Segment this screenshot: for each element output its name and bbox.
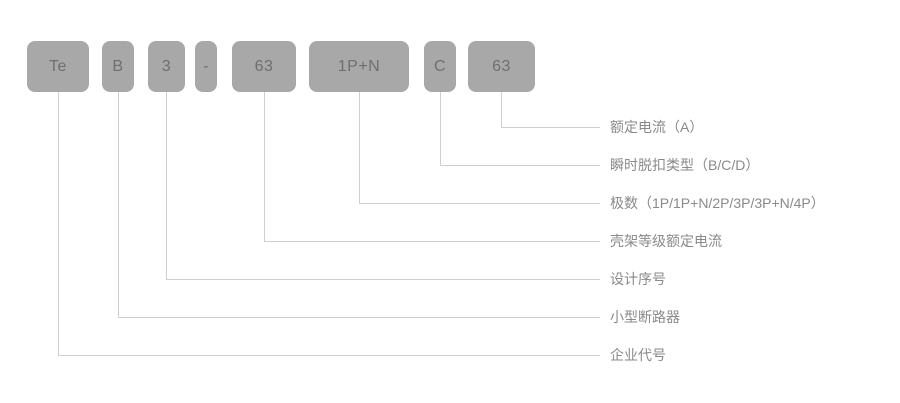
connector-hline-design-serial <box>166 279 600 280</box>
connector-vline-frame-current <box>264 92 265 241</box>
connector-hline-trip-type <box>440 165 600 166</box>
connector-vline-company-code <box>58 92 59 355</box>
annotation-rated-current: 额定电流（A） <box>610 119 704 135</box>
annotation-company-code: 企业代号 <box>610 347 666 363</box>
code-box-rated-63: 63 <box>468 41 535 92</box>
connector-hline-frame-current <box>264 241 600 242</box>
annotation-mcb: 小型断路器 <box>610 309 680 325</box>
connector-vline-mcb <box>118 92 119 317</box>
annotation-poles: 极数（1P/1P+N/2P/3P/3P+N/4P） <box>610 195 825 211</box>
code-box-te: Te <box>27 41 89 92</box>
code-box-trip-type: C <box>424 41 456 92</box>
connector-hline-company-code <box>58 355 600 356</box>
connector-hline-rated-current <box>501 127 600 128</box>
connector-vline-rated-current <box>501 92 502 127</box>
code-box-dash: - <box>195 41 217 92</box>
connector-hline-poles <box>359 203 600 204</box>
connector-hline-mcb <box>118 317 600 318</box>
connector-vline-design-serial <box>166 92 167 279</box>
annotation-trip-type: 瞬时脱扣类型（B/C/D） <box>610 157 760 173</box>
code-box-b: B <box>102 41 134 92</box>
annotation-design-serial: 设计序号 <box>610 271 666 287</box>
code-box-frame-63: 63 <box>232 41 296 92</box>
connector-vline-poles <box>359 92 360 203</box>
connector-vline-trip-type <box>440 92 441 165</box>
annotation-frame-current: 壳架等级额定电流 <box>610 233 722 249</box>
code-box-poles: 1P+N <box>309 41 409 92</box>
code-box-3: 3 <box>148 41 185 92</box>
